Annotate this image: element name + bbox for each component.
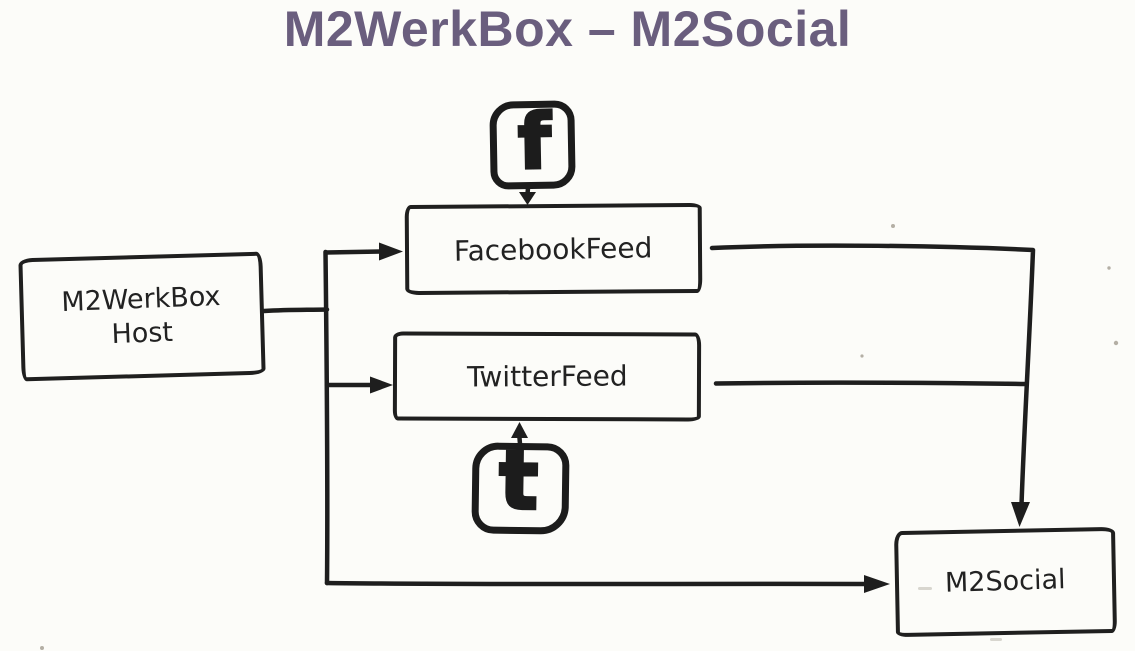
edge-host-to-branch <box>261 307 330 314</box>
node-facebookfeed: FacebookFeed <box>404 202 703 296</box>
paper-speck <box>891 224 895 228</box>
node-label: TwitterFeed <box>466 359 628 394</box>
arrowhead <box>1011 502 1030 527</box>
facebook-icon: f <box>489 95 576 190</box>
paper-speck <box>1107 266 1111 270</box>
paper-speck <box>1113 340 1119 346</box>
node-label: FacebookFeed <box>454 230 653 268</box>
node-m2werkbox-host: M2WerkBox Host <box>18 251 266 382</box>
arrowhead <box>379 242 403 261</box>
twitter-icon: t <box>471 432 570 535</box>
twitter-icon-glyph: t <box>497 432 541 530</box>
branch-vertical-line <box>323 249 330 586</box>
node-label: M2Social <box>944 564 1067 599</box>
page-title: M2WerkBox – M2Social <box>283 1 852 57</box>
node-m2social: M2Social <box>894 526 1117 638</box>
node-label: M2WerkBox Host <box>61 280 222 350</box>
arrowhead <box>370 376 393 394</box>
arrowhead <box>864 575 890 593</box>
node-twitterfeed: TwitterFeed <box>392 331 702 422</box>
edge-twitterfeed-to-m2social <box>713 380 1029 387</box>
edge-facebookfeed-to-m2social <box>709 243 1036 508</box>
paper-speck <box>990 638 1002 641</box>
edge-branch-to-facebookfeed <box>323 249 384 255</box>
arrowhead <box>519 192 536 205</box>
facebook-icon-glyph: f <box>516 95 554 188</box>
edge-branch-to-m2social <box>324 580 869 587</box>
paper-speck <box>40 646 44 650</box>
paper-speck <box>860 354 864 358</box>
